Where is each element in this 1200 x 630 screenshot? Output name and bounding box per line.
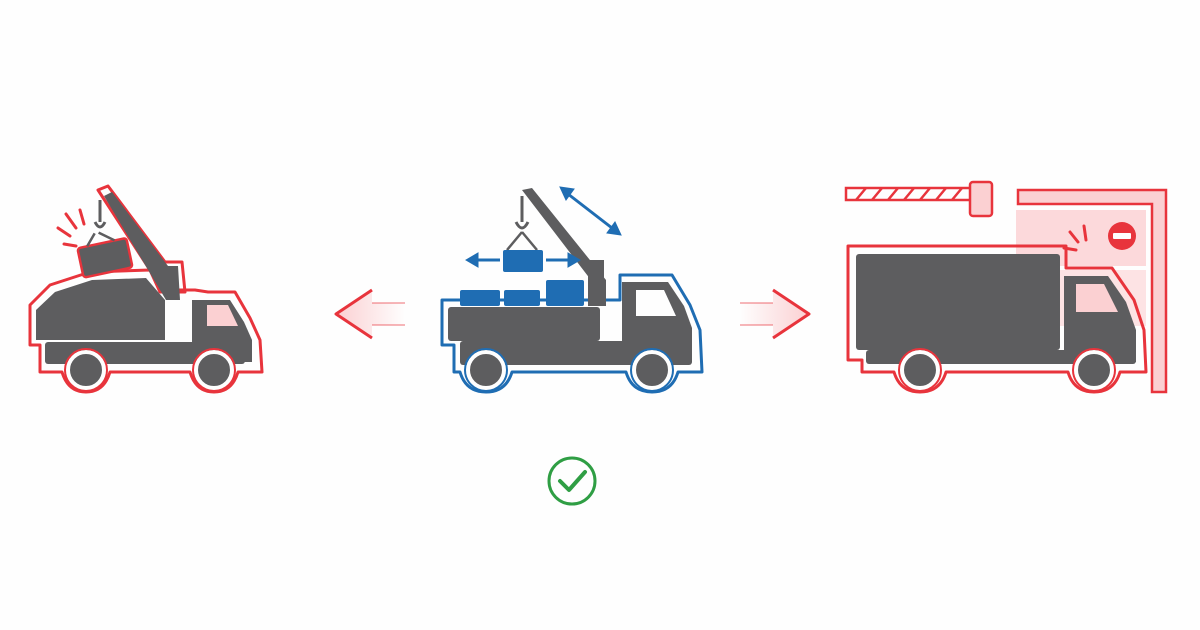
left-arrow xyxy=(334,288,405,340)
crane-hook-icon xyxy=(93,221,107,229)
double-arrow-icon xyxy=(559,186,622,236)
crane-truck-icon xyxy=(440,273,704,394)
left-crane-boom xyxy=(104,192,180,300)
center-panel-correct-truck xyxy=(440,186,704,506)
check-circle-icon xyxy=(547,456,597,506)
cargo-box-icon xyxy=(460,290,500,306)
right-panel-height-barrier xyxy=(844,180,1168,394)
no-entry-icon xyxy=(1108,222,1136,250)
center-crane-mast xyxy=(588,260,604,306)
right-arrow xyxy=(740,288,811,340)
crane-hook-icon xyxy=(514,221,530,230)
arrow-left-icon xyxy=(334,288,373,340)
clearance-frame xyxy=(1016,188,1168,394)
center-wheels xyxy=(464,348,674,392)
left-panel-overloaded-truck xyxy=(28,184,264,394)
cargo-box-body xyxy=(856,254,1060,350)
arrow-right-icon xyxy=(772,288,811,340)
impact-burst-icon xyxy=(56,208,86,248)
cargo-box-icon xyxy=(546,280,584,306)
center-cab-window xyxy=(636,290,676,316)
right-wheels xyxy=(898,348,1116,392)
overloaded-cargo-icon xyxy=(36,278,165,340)
left-cab-window xyxy=(207,305,238,326)
barrier-gate-icon xyxy=(844,180,994,218)
center-cargo-stack xyxy=(460,280,584,306)
double-arrow-icon xyxy=(465,252,581,268)
right-cab-window xyxy=(1076,284,1118,312)
cargo-box-icon xyxy=(504,290,540,306)
cargo-box-icon xyxy=(503,250,543,272)
left-truck-body xyxy=(36,278,252,364)
box-truck-icon xyxy=(846,244,1148,394)
swinging-load-icon xyxy=(76,231,134,279)
left-wheels xyxy=(64,348,236,392)
